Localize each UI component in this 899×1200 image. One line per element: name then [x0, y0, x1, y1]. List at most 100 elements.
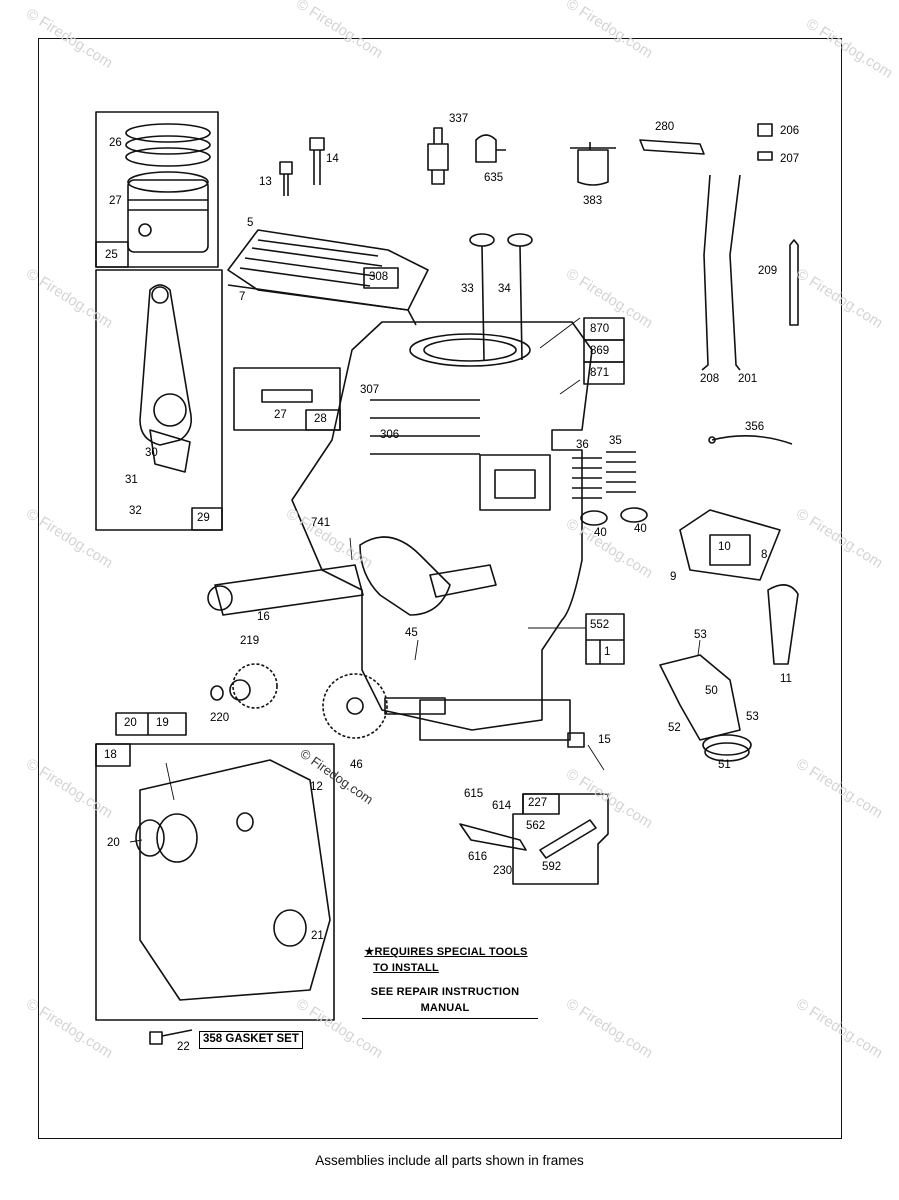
part-label: 220 — [210, 712, 230, 724]
part-label: 383 — [583, 195, 603, 207]
part-label: 51 — [718, 759, 731, 771]
part-label: 870 — [590, 323, 610, 335]
governor-lever — [459, 823, 527, 851]
cylinder-head — [227, 229, 429, 311]
piston-rings — [125, 123, 211, 143]
part-label: 614 — [492, 800, 512, 812]
part-label: 34 — [498, 283, 511, 295]
valve-34 — [507, 233, 533, 247]
part-label: 11 — [780, 673, 792, 685]
part-label: 201 — [738, 373, 758, 385]
crankshaft — [214, 564, 364, 616]
spring-35 — [606, 451, 636, 493]
part-label: 25 — [105, 249, 118, 261]
part-383 — [570, 142, 616, 186]
note-line: TO INSTALL — [373, 962, 439, 974]
part-label: 32 — [129, 505, 142, 517]
part-label: 356 — [745, 421, 765, 433]
part-label: 31 — [125, 474, 138, 486]
part-label: 30 — [145, 447, 158, 459]
crankcase-cover — [139, 759, 331, 1001]
part-label: 308 — [369, 271, 389, 283]
bolt-14 — [309, 137, 325, 185]
connecting-rod — [139, 284, 193, 446]
spark-plug — [427, 127, 449, 185]
boxed-871 — [583, 361, 625, 385]
part-label: 9 — [670, 571, 677, 583]
part-label: 207 — [780, 153, 800, 165]
diagram-frame — [38, 38, 842, 1139]
part-label: 1 — [604, 646, 611, 658]
governor-frame — [512, 793, 609, 885]
part-label: 45 — [405, 627, 418, 639]
part-label: 22 — [177, 1041, 190, 1053]
part-label: 46 — [350, 759, 363, 771]
plug-cap — [475, 134, 506, 163]
part-label: 337 — [449, 113, 469, 125]
piston-frame — [95, 111, 219, 268]
cam-gear — [322, 673, 388, 739]
note-line: SEE REPAIR INSTRUCTION — [370, 986, 520, 998]
gasket-51 — [702, 734, 752, 756]
crankcase-cover-frame — [95, 743, 335, 1021]
connecting-rod-frame — [95, 269, 223, 531]
retainer-40a — [580, 510, 608, 526]
gear-219 — [232, 663, 278, 709]
gasket-set-label: 358 GASKET SET — [199, 1031, 303, 1049]
boxed-308 — [363, 267, 399, 289]
wire-356 — [711, 435, 793, 445]
breather-tube — [767, 584, 799, 665]
bolt-13 — [279, 161, 293, 196]
spring-36 — [572, 457, 602, 499]
part-label: 206 — [780, 125, 800, 137]
part-label: 52 — [668, 722, 681, 734]
part-label: 7 — [239, 291, 246, 303]
piston — [127, 179, 209, 253]
part-label: 27 — [274, 409, 287, 421]
part-label: 21 — [311, 930, 324, 942]
part-label: 18 — [104, 749, 117, 761]
seal-frame — [115, 712, 187, 736]
part-label: 35 — [609, 435, 622, 447]
part-label: 562 — [526, 820, 546, 832]
intake-elbow — [659, 654, 741, 741]
part-label: 208 — [700, 373, 720, 385]
part-label: 53 — [694, 629, 707, 641]
part-label: 280 — [655, 121, 675, 133]
spring-209 — [789, 239, 799, 326]
part-label: 20 — [124, 717, 137, 729]
part-label: 53 — [746, 711, 759, 723]
part-label: 13 — [259, 176, 272, 188]
part-label: 227 — [528, 797, 548, 809]
bolt-22 — [149, 1029, 193, 1045]
part-label: 869 — [590, 345, 610, 357]
part-label: 8 — [761, 549, 768, 561]
part-label: 50 — [705, 685, 718, 697]
rod-201 — [729, 174, 741, 371]
part-label: 615 — [464, 788, 484, 800]
part-label: 209 — [758, 265, 778, 277]
part-label: 36 — [576, 439, 589, 451]
engine-block — [291, 321, 593, 731]
part-label: 306 — [380, 429, 400, 441]
part-label: 29 — [197, 512, 210, 524]
part-label: 5 — [247, 217, 254, 229]
part-label: 40 — [634, 523, 647, 535]
part-label: 635 — [484, 172, 504, 184]
part-label: 741 — [311, 517, 331, 529]
part-280 — [639, 139, 705, 155]
part-label: 592 — [542, 861, 562, 873]
part-label: 33 — [461, 283, 474, 295]
frame-552 — [585, 613, 625, 665]
note-line: MANUAL — [420, 1002, 470, 1014]
part-label: 230 — [493, 865, 513, 877]
breather-cover — [679, 509, 781, 581]
part-label: 12 — [310, 781, 323, 793]
part-label: 16 — [257, 611, 270, 623]
plug-15 — [567, 732, 585, 748]
part-label: 871 — [590, 367, 610, 379]
part-label: 20 — [107, 837, 120, 849]
caption: Assemblies include all parts shown in fr… — [315, 1153, 584, 1168]
note-line: ★REQUIRES SPECIAL TOOLS — [364, 946, 528, 958]
